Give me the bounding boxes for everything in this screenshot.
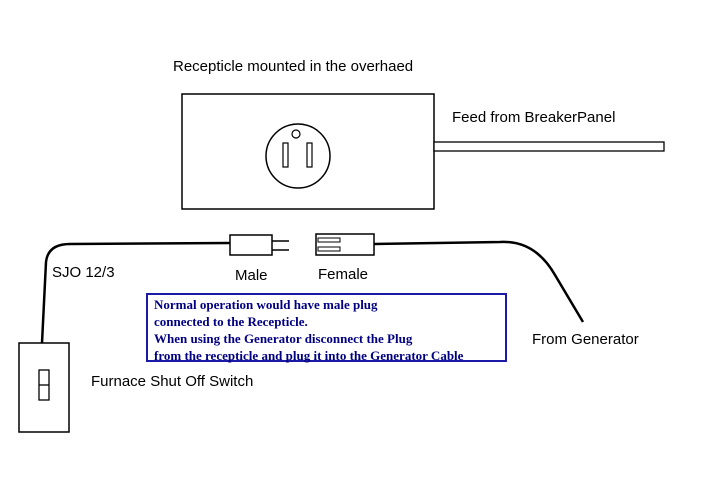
note-line: connected to the Recepticle.	[154, 314, 308, 329]
cable-label: SJO 12/3	[52, 264, 115, 281]
outlet-slot-right	[306, 142, 313, 168]
female-slot-bottom	[317, 246, 341, 252]
sjo-cable	[40, 241, 231, 344]
feed-conduit	[433, 141, 665, 152]
female-label: Female	[318, 266, 369, 283]
outlet-ground-hole	[291, 129, 301, 139]
female-plug	[315, 233, 375, 256]
switch-label: Furnace Shut Off Switch	[91, 373, 254, 390]
generator-cable	[373, 240, 585, 323]
note-box: Normal operation would have male plug co…	[146, 293, 507, 363]
outlet-icon	[265, 123, 331, 189]
female-slot-top	[317, 237, 341, 243]
note-line: from the recepticle and plug it into the…	[154, 348, 464, 363]
feed-label: Feed from BreakerPanel	[452, 109, 616, 126]
note-line: When using the Generator disconnect the …	[154, 331, 413, 346]
outlet-slot-left	[282, 142, 289, 168]
generator-label: From Generator	[532, 331, 639, 348]
receptacle-label: Recepticle mounted in the overhaed	[173, 58, 414, 75]
male-plug	[229, 234, 273, 256]
note-line: Normal operation would have male plug	[154, 297, 378, 312]
male-label: Male	[235, 267, 268, 284]
